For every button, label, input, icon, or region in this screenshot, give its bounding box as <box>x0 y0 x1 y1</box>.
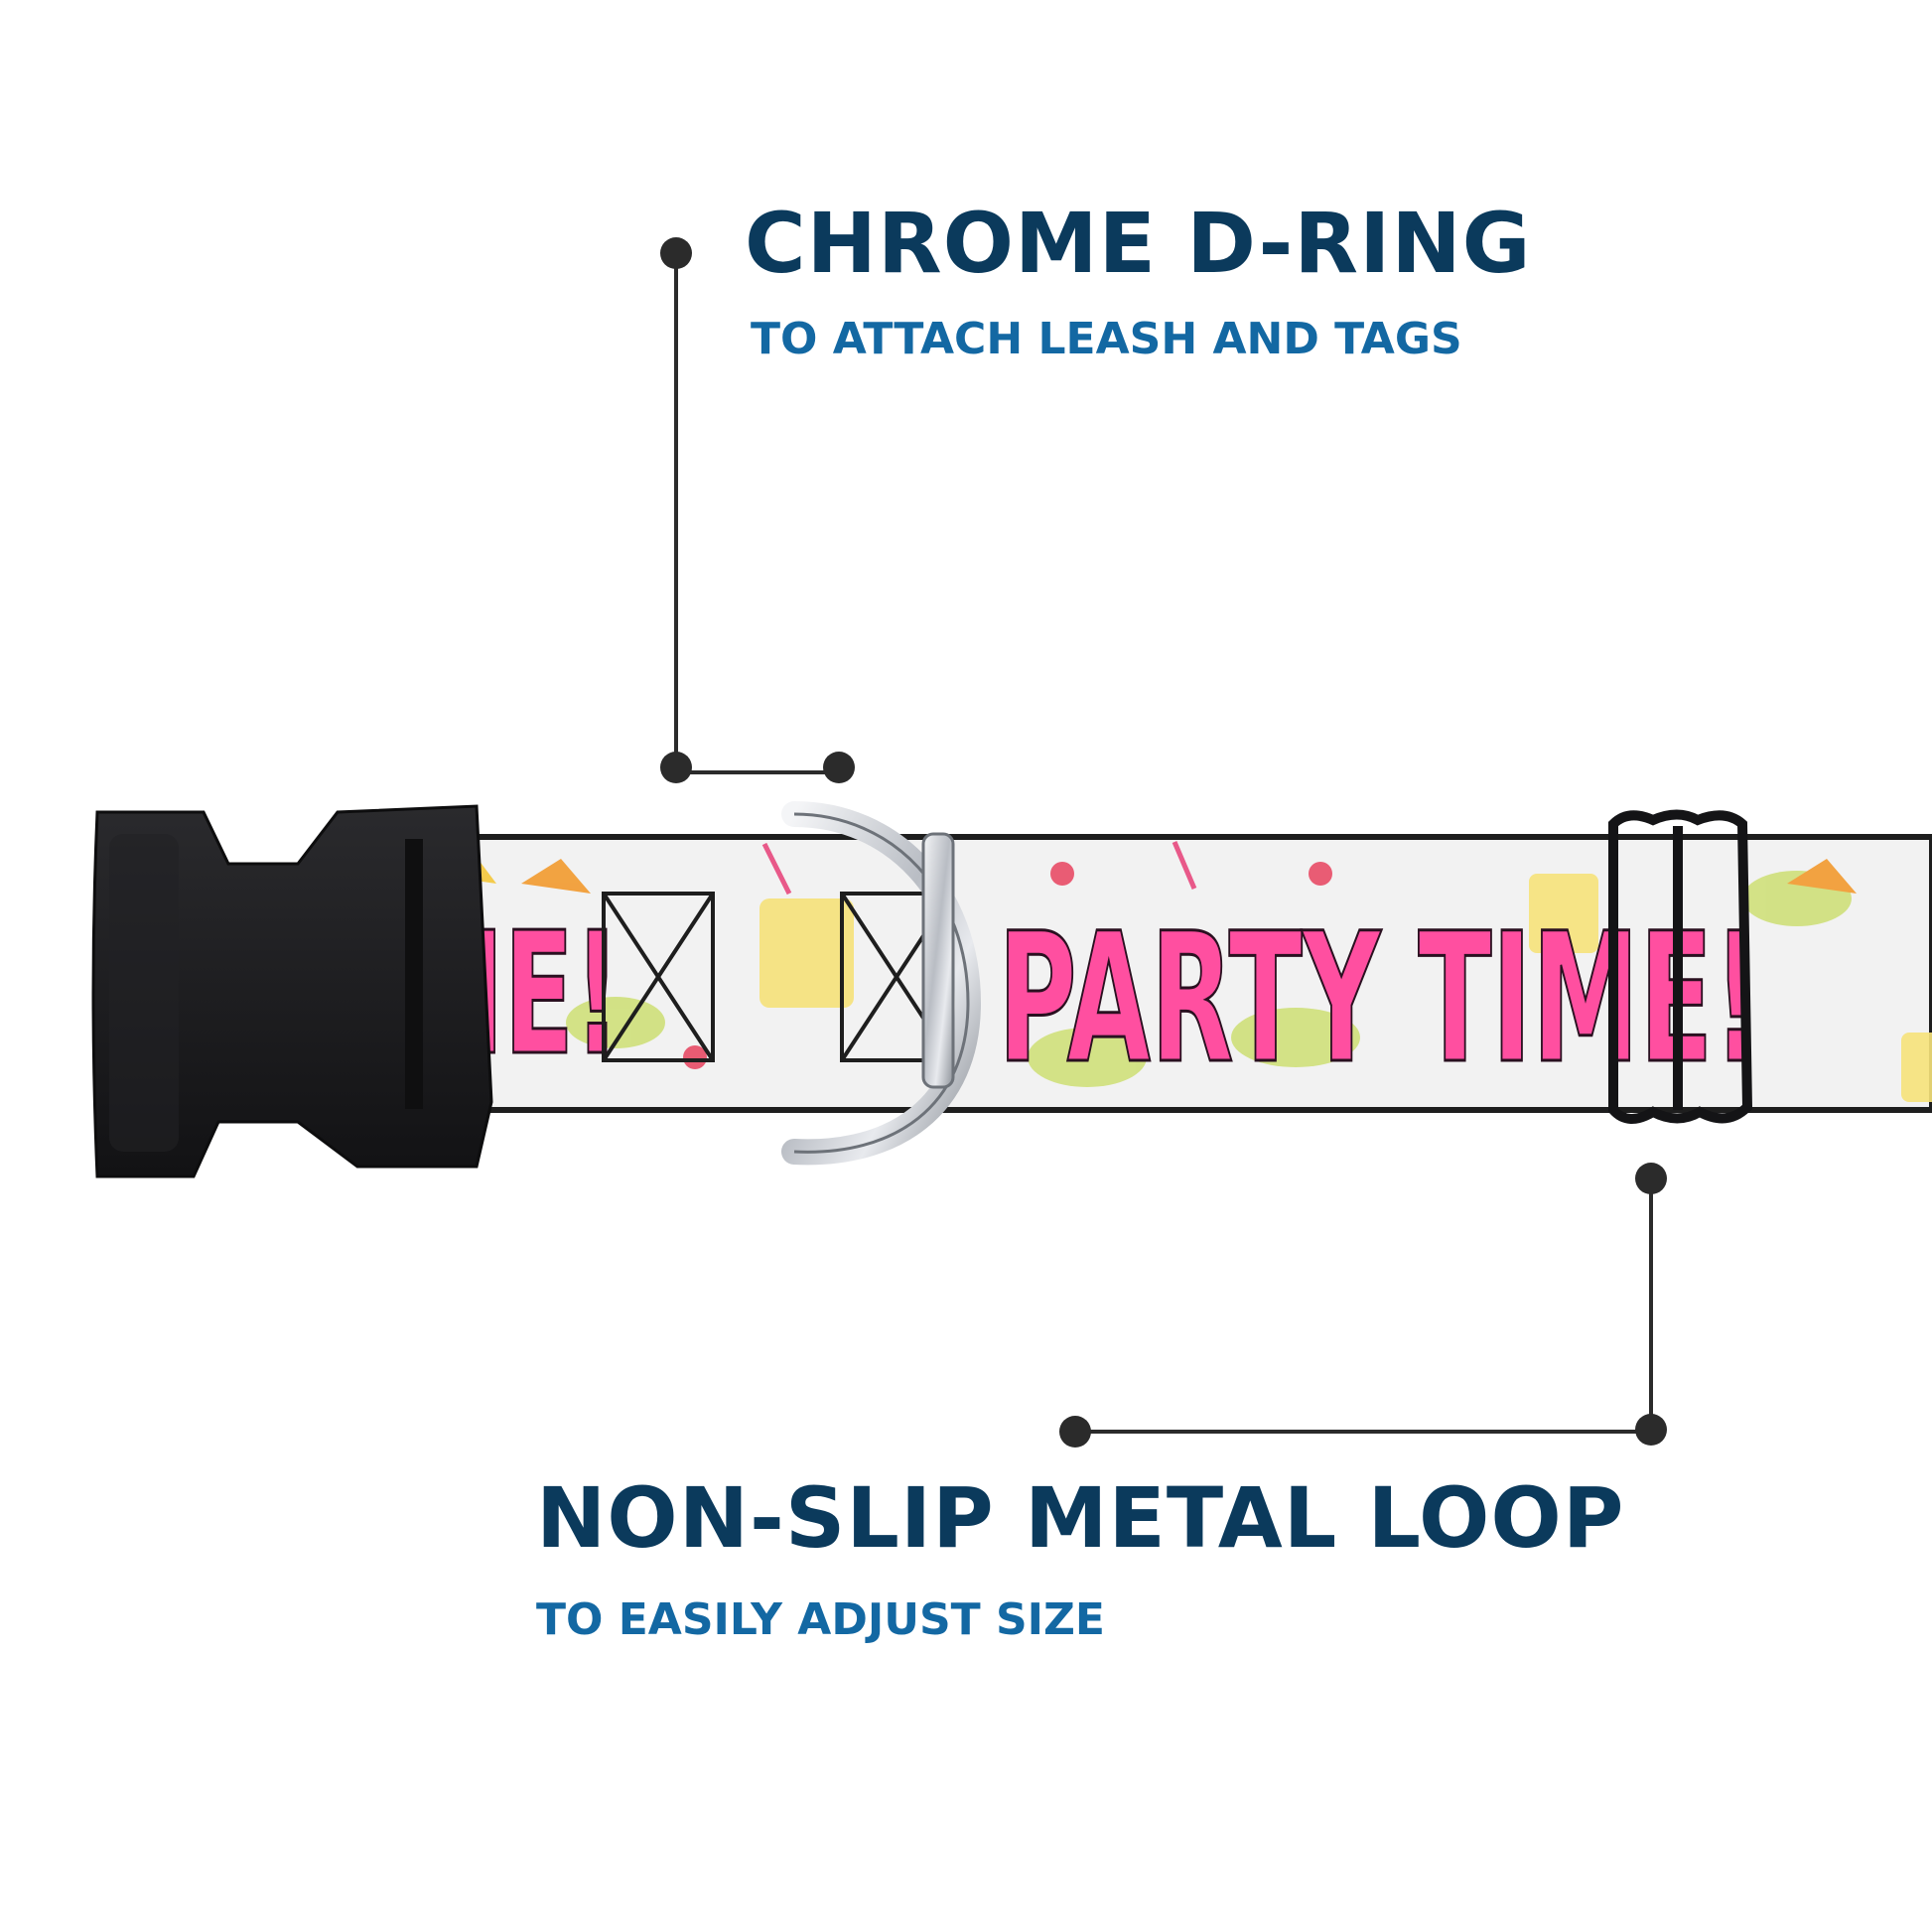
d-ring-leader-dot-top <box>660 237 692 269</box>
stitch-box-left <box>602 892 715 1062</box>
loop-leader-dot-top <box>1635 1163 1667 1194</box>
loop-leader-dot-end <box>1059 1416 1091 1448</box>
d-ring-callout-title: CHROME D-RING <box>745 195 1532 292</box>
metal-loop <box>1608 809 1753 1124</box>
loop-callout-title: NON-SLIP METAL LOOP <box>536 1469 1625 1567</box>
d-ring-leader-dot-corner <box>660 752 692 783</box>
d-ring-leader-line <box>674 253 839 774</box>
d-ring-callout-subtitle: TO ATTACH LEASH AND TAGS <box>751 314 1462 364</box>
chrome-d-ring <box>781 801 982 1166</box>
d-ring-leader-dot-end <box>823 752 855 783</box>
loop-leader-dot-corner <box>1635 1414 1667 1446</box>
plastic-buckle <box>91 804 493 1178</box>
loop-callout-subtitle: TO EASILY ADJUST SIZE <box>536 1594 1105 1645</box>
collar-print-text-main: PARTY TIME! <box>998 896 1762 1103</box>
collar-webbing: ME! PARTY TIME! <box>404 834 1932 1113</box>
loop-leader-line <box>1077 1178 1653 1434</box>
